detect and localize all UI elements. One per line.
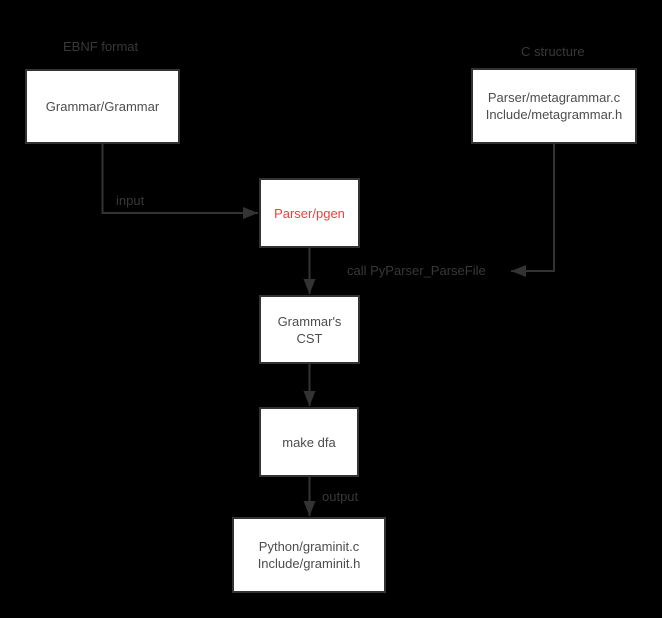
node-grammar-grammar: Grammar/Grammar	[25, 69, 180, 144]
edge-grammar-to-pgen-arrow	[101, 144, 258, 219]
node-metagrammar-files: Parser/metagrammar.c Include/metagrammar…	[471, 68, 637, 144]
edge-label-input: input	[116, 193, 145, 208]
node-grammars-cst: Grammar's CST	[259, 295, 360, 364]
section-label-c-structure: C structure	[521, 44, 585, 59]
node-grammars-cst-label: Grammar's CST	[277, 313, 342, 346]
edge-metagrammar-call-arrow	[511, 144, 555, 277]
node-parser-pgen: Parser/pgen	[259, 178, 360, 248]
edge-label-call-pyparser-parsefile: call PyParser_ParseFile	[347, 263, 486, 278]
node-metagrammar-files-label: Parser/metagrammar.c Include/metagrammar…	[485, 90, 623, 122]
node-grammar-grammar-label: Grammar/Grammar	[45, 99, 160, 114]
edge-label-output: output	[322, 489, 359, 504]
node-graminit-files-label: Python/graminit.c Include/graminit.h	[257, 539, 361, 571]
node-graminit-files: Python/graminit.c Include/graminit.h	[232, 517, 386, 593]
node-make-dfa: make dfa	[259, 407, 359, 477]
section-label-ebnf-format: EBNF format	[63, 39, 139, 54]
node-parser-pgen-label: Parser/pgen	[274, 205, 345, 221]
node-make-dfa-label: make dfa	[282, 434, 336, 450]
